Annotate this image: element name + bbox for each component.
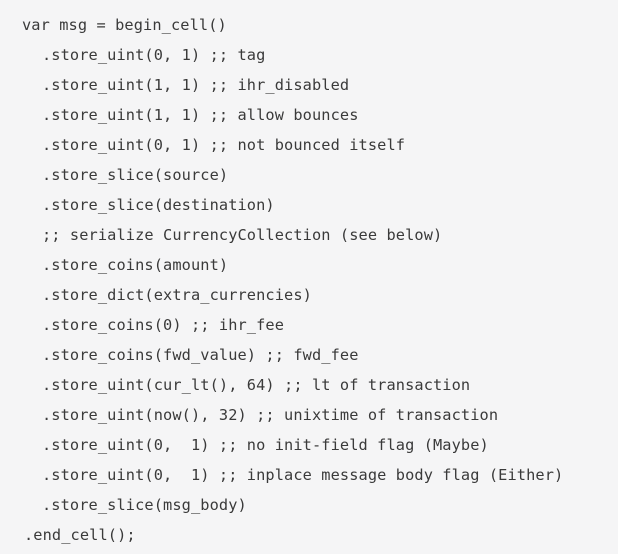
code-line: .store_uint(1, 1) ;; allow bounces <box>42 106 359 124</box>
code-line: .store_uint(0, 1) ;; no init-field flag … <box>42 436 489 454</box>
code-line: var msg = begin_cell() <box>22 16 227 34</box>
code-line: .store_coins(amount) <box>42 256 229 274</box>
code-line: .store_uint(cur_lt(), 64) ;; lt of trans… <box>42 376 471 394</box>
code-line: .store_slice(source) <box>42 166 229 184</box>
code-comment-line: ;; serialize CurrencyCollection (see bel… <box>42 226 443 244</box>
code-line: .store_coins(fwd_value) ;; fwd_fee <box>42 346 359 364</box>
code-line: .store_uint(1, 1) ;; ihr_disabled <box>42 76 350 94</box>
code-line: .store_slice(destination) <box>42 196 275 214</box>
code-line: .end_cell(); <box>24 526 136 544</box>
code-line: .store_slice(msg_body) <box>42 496 247 514</box>
code-line: .store_dict(extra_currencies) <box>42 286 312 304</box>
code-line: .store_uint(0, 1) ;; inplace message bod… <box>42 466 564 484</box>
code-line: .store_uint(0, 1) ;; not bounced itself <box>42 136 406 154</box>
code-line: .store_coins(0) ;; ihr_fee <box>42 316 285 334</box>
code-line: .store_uint(0, 1) ;; tag <box>42 46 266 64</box>
code-line: .store_uint(now(), 32) ;; unixtime of tr… <box>42 406 499 424</box>
